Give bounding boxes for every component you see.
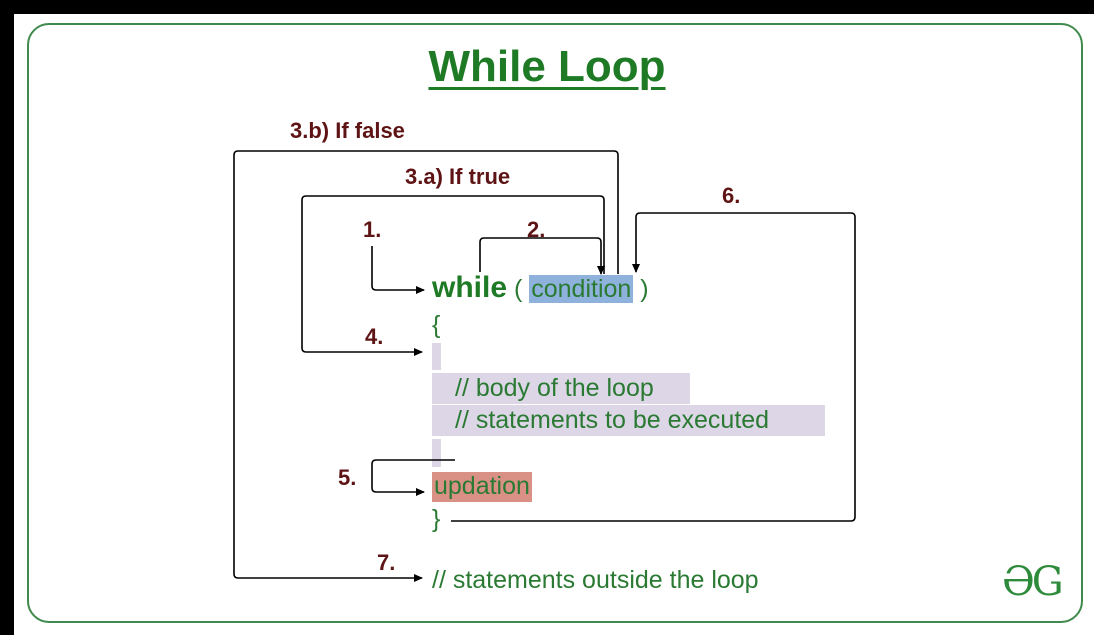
step-label-3a: 3.a) If true (405, 164, 511, 189)
diagram-card (14, 14, 1094, 635)
step-label-6: 6. (722, 183, 741, 208)
arrow-step-2 (479, 237, 605, 275)
body-comment: // body of the loop (455, 374, 654, 402)
step-label-3b: 3.b) If false (290, 118, 405, 143)
arrow-step-3b (233, 150, 619, 582)
body-highlight-gap-top (432, 343, 441, 370)
while-line: while ( condition ) (432, 271, 649, 305)
close-paren: ) (640, 275, 649, 303)
rounded-frame (27, 23, 1083, 623)
statements-comment: // statements to be executed (455, 406, 770, 434)
body-highlight-line2 (432, 405, 825, 436)
while-keyword: while (432, 271, 508, 304)
step-label-4: 4. (365, 324, 384, 349)
step-label-5: 5. (338, 465, 357, 490)
step-label-1: 1. (363, 217, 382, 242)
body-highlight-line1 (432, 373, 690, 404)
condition-text: condition (529, 275, 634, 303)
arrow-step-3a (301, 195, 605, 356)
step-label-7: 7. (377, 550, 396, 575)
outside-comment: // statements outside the loop (432, 566, 759, 594)
arrow-step-6 (451, 212, 856, 522)
step-label-2: 2. (527, 217, 546, 242)
arrow-step-1 (371, 246, 425, 294)
open-brace: { (432, 311, 441, 339)
updation-text: updation (432, 472, 532, 502)
open-paren: ( (513, 275, 523, 303)
diagram-title: While Loop (428, 42, 666, 91)
arrow-step-5 (371, 459, 455, 496)
gfg-logo: ƏG (1002, 559, 1064, 605)
close-brace: } (432, 505, 441, 533)
body-highlight-gap-bottom (432, 439, 441, 467)
